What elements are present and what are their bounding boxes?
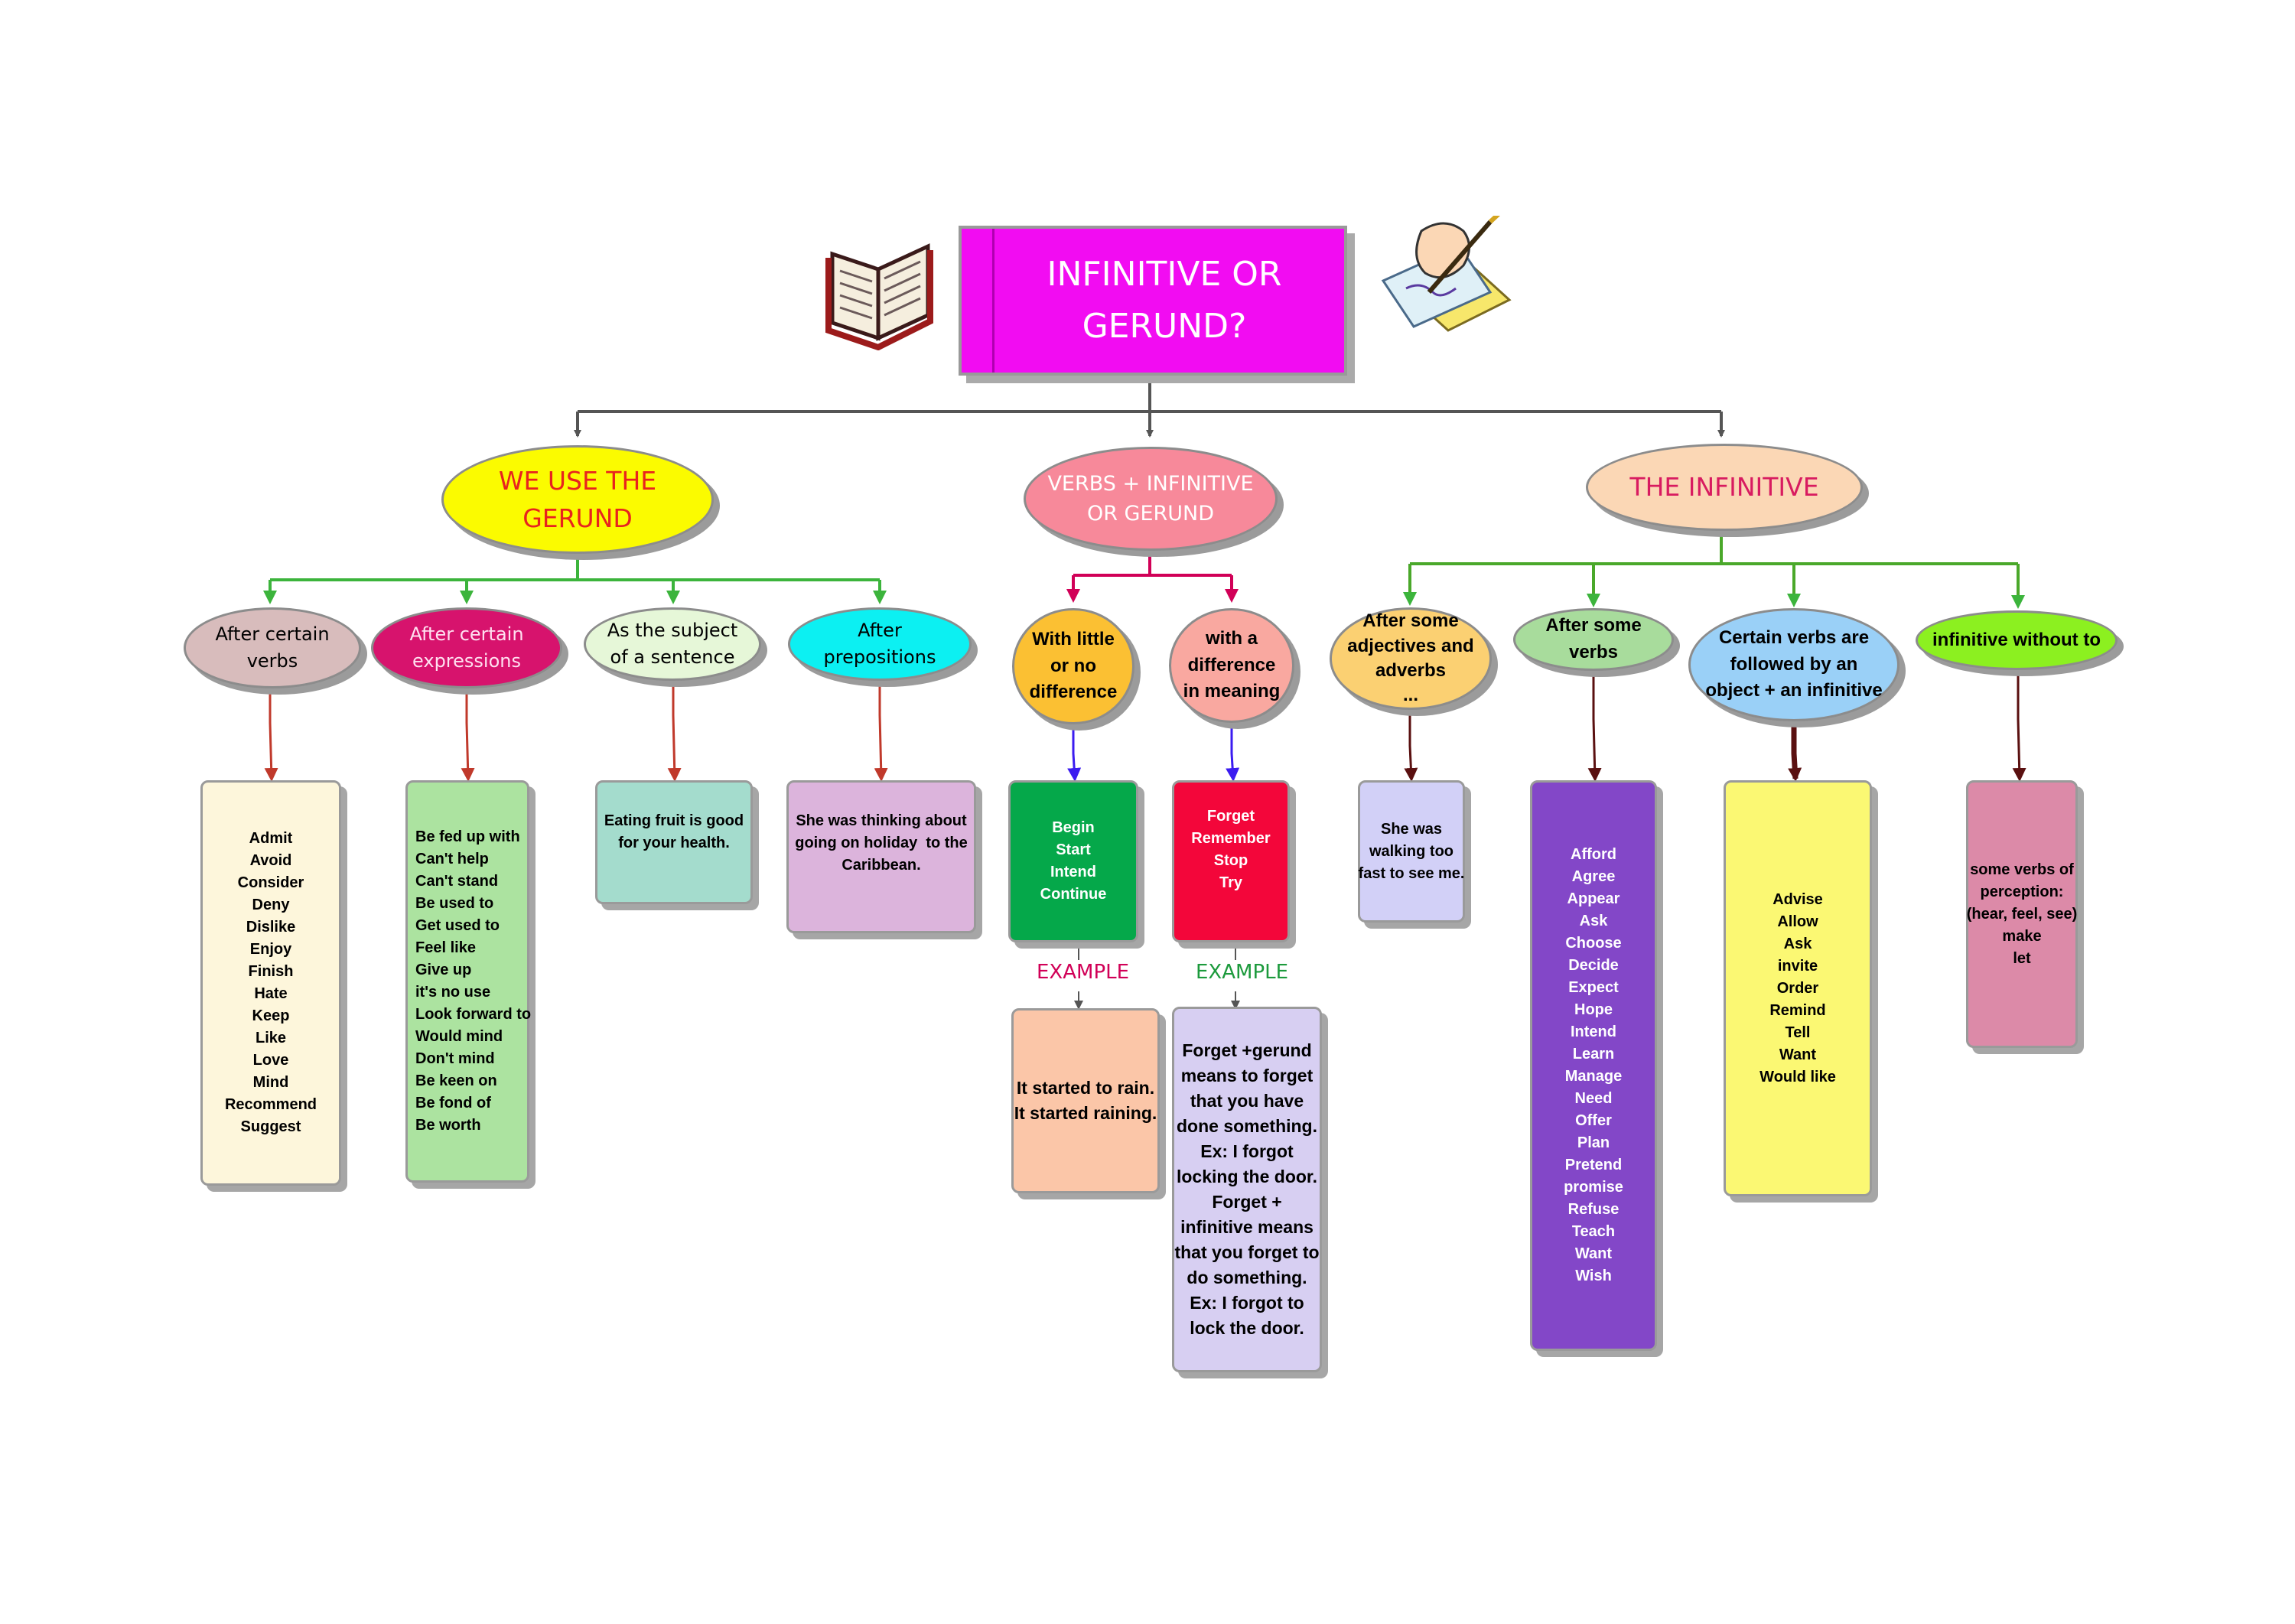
gerund-verbs-list: Admit Avoid Consider Deny Dislike Enjoy … [200, 780, 341, 1186]
title-box: INFINITIVE OR GERUND? [959, 226, 1347, 376]
gerund-node: WE USE THE GERUND [441, 445, 714, 554]
object-infinitive-verbs-list: Advise Allow Ask invite Order Remind Tel… [1724, 780, 1872, 1196]
infinitive-verbs-list: Afford Agree Appear Ask Choose Decide Ex… [1530, 780, 1657, 1351]
infinitive-without-to-node: infinitive without to [1916, 610, 2118, 670]
after-certain-verbs-node: After certain verbs [184, 607, 361, 688]
prepositions-example-box: She was thinking about going on holiday … [786, 780, 976, 933]
after-certain-expressions-node: After certain expressions [371, 607, 562, 688]
infinitive-detail-connectors [1404, 669, 2026, 782]
both-detail-connectors [1067, 723, 1240, 782]
example-label-right: EXAMPLE [1196, 961, 1289, 984]
little-difference-verbs-box: Begin Start Intend Continue [1008, 780, 1138, 942]
subject-of-sentence-node: As the subject of a sentence [584, 607, 761, 681]
object-infinitive-node: Certain verbs are followed by an object … [1688, 608, 1899, 721]
infinitive-node: THE INFINITIVE [1586, 444, 1863, 531]
open-book-icon [825, 243, 933, 350]
example-label-left: EXAMPLE [1037, 961, 1130, 984]
after-prepositions-node: After prepositions [788, 607, 972, 681]
difference-in-meaning-verbs-box: Forget Remember Stop Try [1172, 780, 1290, 942]
verbs-infinitive-or-gerund-node: VERBS + INFINITIVE OR GERUND [1024, 447, 1278, 551]
gerund-expressions-list: Be fed up with Can't help Can't stand Be… [405, 780, 531, 1183]
subject-example-box: Eating fruit is good for your health. [595, 780, 753, 904]
example-connectors [1074, 942, 1240, 1010]
difference-in-meaning-example-box: Forget +gerund means to forget that you … [1172, 1007, 1322, 1372]
title-connectors [574, 379, 1725, 438]
gerund-detail-connectors [264, 683, 888, 782]
adjectives-adverbs-node: After some adjectives and adverbs ... [1330, 607, 1492, 710]
after-some-verbs-node: After some verbs [1513, 608, 1674, 671]
little-difference-example-box: It started to rain. It started raining. [1011, 1008, 1160, 1193]
adjectives-example-box: She was walking too fast to see me. [1358, 780, 1465, 923]
infinitive-connectors [1403, 532, 2025, 609]
both-connectors [1066, 552, 1239, 603]
writing-hand-icon [1381, 216, 1512, 332]
perception-verbs-box: some verbs of perception: (hear, feel, s… [1966, 780, 2078, 1048]
gerund-connectors [263, 552, 887, 604]
little-difference-node: With little or no difference [1012, 608, 1134, 724]
difference-in-meaning-node: with a difference in meaning [1169, 608, 1294, 723]
